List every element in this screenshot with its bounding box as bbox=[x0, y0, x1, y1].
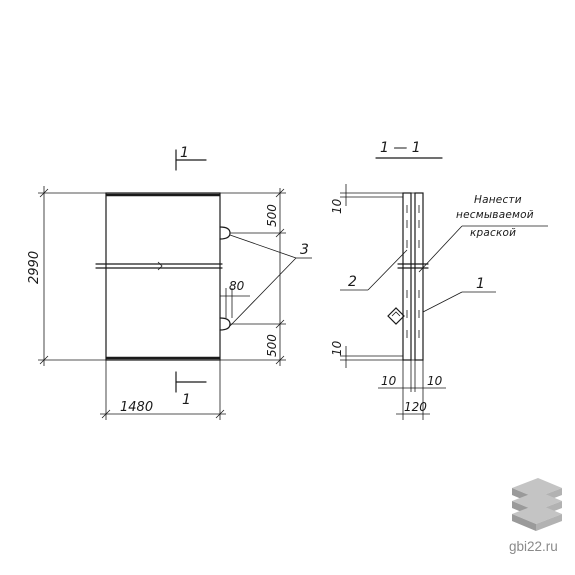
svg-text:1: 1 bbox=[180, 145, 189, 161]
sec-dim-top-label: 10 bbox=[330, 198, 344, 214]
section-view: 1 — 1 10 10 10 10 120 bbox=[330, 140, 548, 420]
note-line-1: Нанести bbox=[474, 194, 522, 206]
center-mark bbox=[157, 261, 163, 271]
sec-dim-total-label: 120 bbox=[404, 400, 427, 414]
dim-gap-label: 80 bbox=[229, 279, 245, 293]
section-plate-left bbox=[402, 192, 412, 361]
section-mark-bottom: 1 bbox=[175, 371, 207, 408]
note-line-2: несмываемой bbox=[456, 209, 534, 221]
leader-1 bbox=[422, 291, 463, 313]
sec-dim-bottom-label: 10 bbox=[330, 340, 344, 356]
leader-3a bbox=[229, 234, 297, 259]
diamond-marker-inner bbox=[391, 311, 401, 317]
tick-h2 bbox=[39, 355, 49, 365]
leader-2 bbox=[367, 249, 408, 291]
sec-dim-left-label: 10 bbox=[381, 374, 397, 388]
tick-r1 bbox=[275, 188, 285, 198]
section-title: 1 — 1 bbox=[380, 140, 421, 156]
leader-3b bbox=[229, 257, 297, 327]
front-view: 2990 1480 1 1 500 500 bbox=[27, 145, 312, 420]
tick-r2 bbox=[275, 228, 285, 238]
lifting-loop-top bbox=[219, 226, 231, 240]
tick-h1 bbox=[39, 188, 49, 198]
diamond-marker-icon bbox=[387, 307, 405, 325]
stacked-slabs-icon bbox=[512, 478, 562, 531]
dim-height-label: 2990 bbox=[27, 251, 42, 284]
tick-w1 bbox=[101, 409, 111, 419]
callout-2: 2 bbox=[348, 274, 357, 290]
panel-outline bbox=[105, 192, 221, 361]
dim-top-label: 500 bbox=[265, 204, 279, 227]
dim-bottom-label: 500 bbox=[265, 334, 279, 357]
dim-width-label: 1480 bbox=[120, 400, 153, 415]
watermark: gbi22.ru bbox=[509, 478, 562, 554]
tick-r4 bbox=[275, 355, 285, 365]
svg-text:1: 1 bbox=[182, 392, 191, 408]
tick-w2 bbox=[215, 409, 225, 419]
note-leader bbox=[418, 225, 463, 273]
watermark-text: gbi22.ru bbox=[509, 539, 558, 554]
section-plate-right bbox=[414, 192, 424, 361]
lifting-loop-bottom bbox=[219, 317, 231, 331]
tick-r3 bbox=[275, 319, 285, 329]
callout-1: 1 bbox=[476, 276, 485, 292]
sec-dim-right-label: 10 bbox=[427, 374, 443, 388]
note-line-3: краской bbox=[470, 227, 516, 239]
section-mark-top: 1 bbox=[175, 145, 207, 171]
callout-3: 3 bbox=[300, 242, 309, 258]
